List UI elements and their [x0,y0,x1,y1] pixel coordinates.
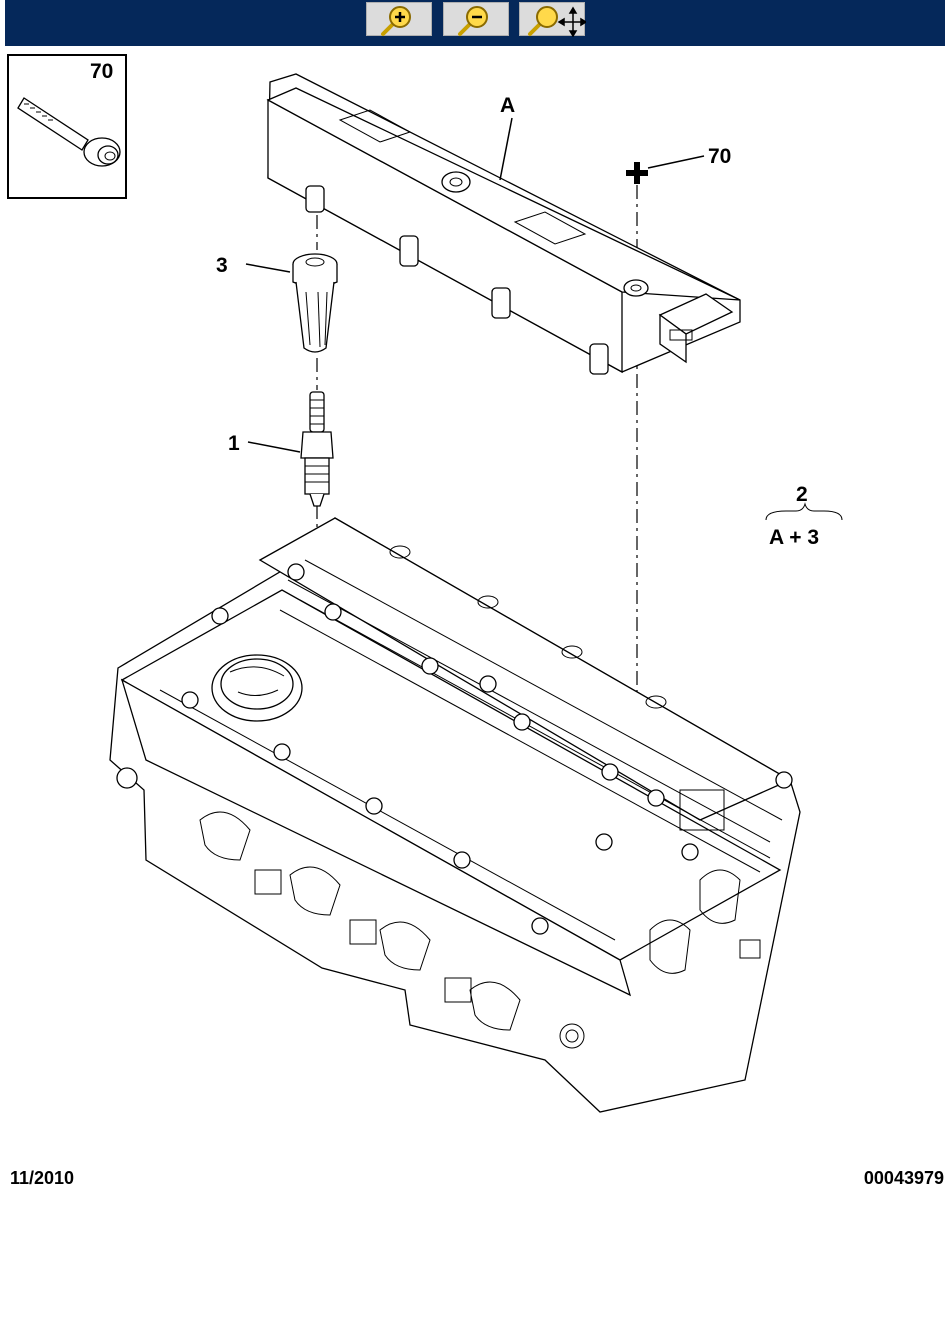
footer-reference-number: 00043979 [863,1168,944,1188]
inset-torque-label: 70 [90,60,113,83]
bolt-icon [17,97,121,167]
callout-label-1: 1 [228,432,240,455]
cylinder-head-assembly [109,517,801,1113]
zoom-pan-button[interactable] [519,2,586,37]
cover-bolts [181,563,793,935]
zoom-out-icon [458,6,488,36]
zoom-in-button[interactable] [366,2,432,36]
kit-contents: A + 3 [769,526,819,549]
footer-date: 11/2010 [10,1168,75,1188]
bolt-inset: 70 [7,54,127,199]
spark-plug-part-1: 1 [228,391,334,507]
zoom-in-icon [381,6,411,36]
ignition-coil-rail: A [266,73,741,375]
zoom-pan-icon [528,6,586,37]
callout-label-A: A [500,94,515,117]
kit-callout: 2 A + 3 [765,483,843,549]
kit-number: 2 [796,483,808,506]
diagram-toolbar [5,0,945,46]
callout-label-3: 3 [216,254,228,277]
exploded-view-diagram: 70 70 [7,54,843,1113]
coil-boot-part-3: 3 [216,253,338,353]
zoom-out-button[interactable] [443,2,509,36]
torque-cross-marker: 70 [626,145,731,184]
torque-label-70: 70 [708,145,731,168]
